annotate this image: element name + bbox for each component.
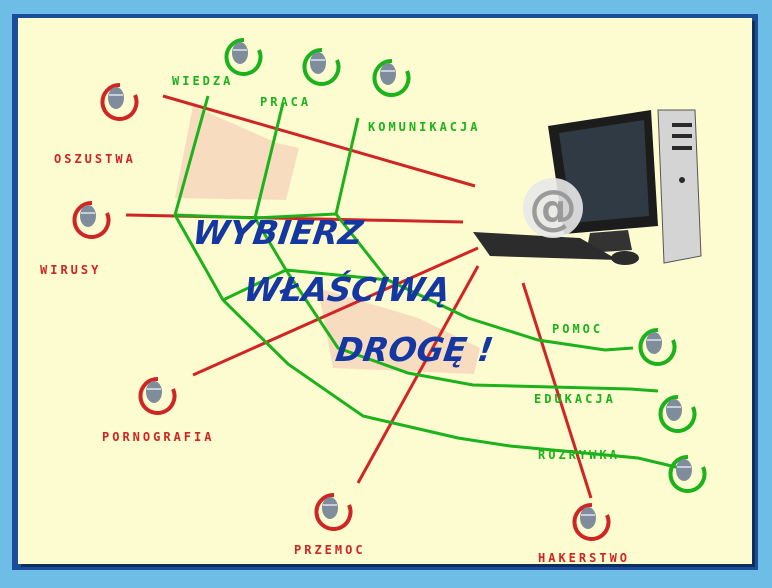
mouse-icon xyxy=(572,502,611,541)
good-lines xyxy=(173,95,681,470)
mouse-icon xyxy=(372,58,411,97)
label-przemoc: PRZEMOC xyxy=(294,543,366,557)
label-rozrywka: ROZRYWKA xyxy=(538,448,620,462)
mouse-icon xyxy=(138,376,177,415)
headline-line-1: WYBIERZ xyxy=(190,213,366,252)
label-komunikacja: KOMUNIKACJA xyxy=(368,120,481,134)
headline-line-2: WŁAŚCIWĄ xyxy=(241,270,453,309)
label-hakerstwo: HAKERSTWO xyxy=(538,551,631,565)
mouse-icon xyxy=(658,394,697,433)
label-pomoc: POMOC xyxy=(552,322,604,336)
mouse-icon xyxy=(100,82,139,121)
label-praca: PRACA xyxy=(260,95,312,109)
road-band-bottom xyxy=(318,288,480,374)
mouse-icon xyxy=(638,327,677,366)
headline-line-3: DROGĘ ! xyxy=(333,330,496,369)
mouse-icon xyxy=(72,200,111,239)
computer-at-symbol: @ xyxy=(529,180,577,236)
label-oszustwa: OSZUSTWA xyxy=(54,152,136,166)
mouse-icon xyxy=(314,492,353,531)
mouse-icon xyxy=(224,37,263,76)
poster: @ WYBIERZ WŁAŚCIWĄ DROGĘ ! OSZUSTWA WIRU… xyxy=(18,18,752,565)
label-edukacja: EDUKACJA xyxy=(534,392,616,406)
label-pornografia: PORNOGRAFIA xyxy=(102,430,215,444)
mouse-icon xyxy=(668,454,707,493)
label-wiedza: WIEDZA xyxy=(172,74,234,88)
computer-icon: @ xyxy=(473,109,702,265)
path-diagram: @ xyxy=(72,37,707,541)
label-wirusy: WIRUSY xyxy=(40,263,102,277)
road-band-top xyxy=(175,106,299,200)
mouse-icon xyxy=(302,47,341,86)
